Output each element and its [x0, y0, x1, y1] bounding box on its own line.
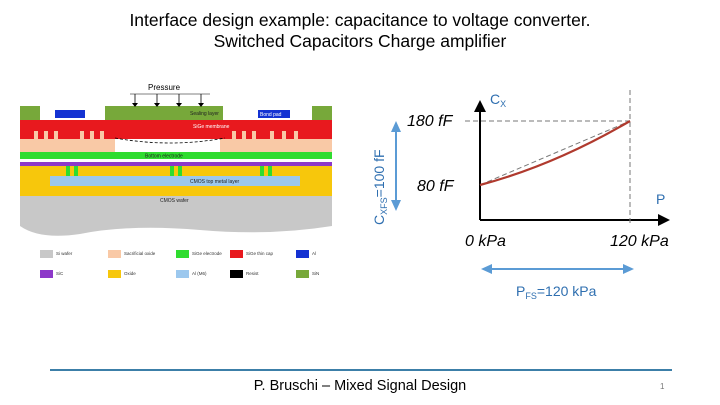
y-tick-80ff: 80 fF: [417, 178, 455, 195]
sic-layer: [20, 162, 332, 166]
sealing-block-left: [20, 106, 40, 120]
legend-swatch: [108, 250, 121, 258]
capacitance-curve: [479, 120, 631, 187]
bond-pad-left: [55, 110, 85, 118]
legend-swatch: [296, 250, 309, 258]
x-axis-arrowhead: [658, 214, 670, 226]
pressure-label: Pressure: [148, 83, 181, 92]
title-line-2: Switched Capacitors Charge amplifier: [213, 31, 507, 51]
bond-pad-right: [258, 110, 290, 118]
sealing-layer-label: Sealing layer: [190, 111, 219, 117]
page-number: 1: [660, 382, 665, 391]
legend-swatch: [176, 250, 189, 258]
cxfs-arrowhead-bottom: [391, 200, 401, 211]
y-tick-180ff: 180 fF: [407, 113, 454, 130]
legend-swatch: [230, 270, 243, 278]
capacitance-pressure-graph: CX P 180 fF 80 fF 0 kPa 120 kPa CXFS=100…: [371, 90, 670, 301]
membrane-label: SiGe membrane: [193, 124, 230, 130]
cxfs-arrowhead-top: [391, 121, 401, 132]
sealing-layer: [105, 106, 223, 120]
pfs-label: PFS=120 kPa: [516, 283, 597, 301]
legend-swatch: [40, 270, 53, 278]
legend-swatch: [296, 270, 309, 278]
vias: [66, 166, 272, 176]
pressure-arrowheads: [132, 103, 204, 107]
title-line-1: Interface design example: capacitance to…: [129, 10, 591, 30]
cmos-top-metal-label: CMOS top metal layer: [190, 179, 240, 185]
sealing-block-right: [312, 106, 332, 120]
membrane-deflection: [114, 137, 226, 144]
bottom-electrode-label: Bottom electrode: [145, 154, 183, 160]
membrane-posts: [34, 131, 298, 139]
y-axis-arrowhead: [474, 100, 486, 112]
bottom-electrode: [20, 152, 332, 159]
pfs-arrowhead-right: [623, 264, 634, 274]
legend-swatch: [176, 270, 189, 278]
slide-title: Interface design example: capacitance to…: [0, 10, 720, 52]
x-tick-120kpa: 120 kPa: [610, 233, 669, 250]
footer-divider: [50, 369, 672, 371]
cxfs-label: CXFS=100 fF: [371, 149, 389, 225]
linear-reference: [479, 120, 631, 186]
y-axis-label: CX: [490, 91, 506, 109]
legend-swatch: [230, 250, 243, 258]
cmos-top-metal: [50, 176, 300, 186]
x-axis-label: P: [656, 191, 665, 207]
cmos-wafer-label: CMOS wafer: [160, 198, 189, 204]
footer-text: P. Bruschi – Mixed Signal Design: [253, 378, 467, 394]
x-tick-0kpa: 0 kPa: [465, 233, 506, 250]
cmos-wafer: [20, 196, 332, 236]
legend-swatch: [40, 250, 53, 258]
material-legend: Si wafer Sacrificial oxide SiGe electrod…: [40, 250, 340, 280]
legend-swatch: [108, 270, 121, 278]
bond-pad-label: Bond pad: [260, 112, 282, 118]
pressure-arrows: [134, 94, 202, 106]
pfs-arrowhead-left: [481, 264, 492, 274]
sensor-cross-section: CMOS wafer CMOS top metal layer Bottom e…: [20, 83, 332, 236]
cavity: [115, 139, 220, 152]
